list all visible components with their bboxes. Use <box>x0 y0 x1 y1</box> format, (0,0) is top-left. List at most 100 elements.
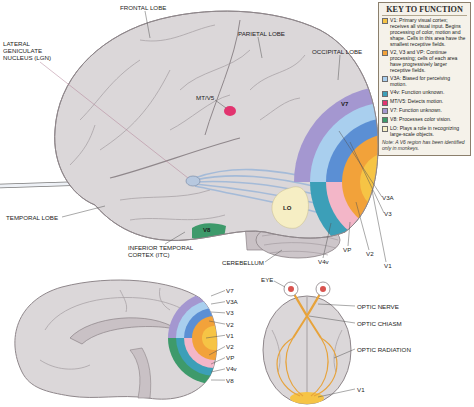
legend-note-slot: Note: A V6 region has been identified on… <box>382 140 467 152</box>
area-v1 <box>202 326 226 350</box>
legend-row: V4v: Function unknown. <box>382 90 467 96</box>
eye-retina <box>320 286 326 292</box>
leader-line <box>209 347 225 356</box>
leader-line <box>165 232 185 244</box>
midline <box>307 297 308 404</box>
legend-text: V1: Primary visual cortex; receives all … <box>390 18 467 48</box>
medial-brain <box>15 280 236 399</box>
leader-line <box>206 335 225 338</box>
legend-row: V3A: Biased for perceiving motion. <box>382 76 467 88</box>
sulcus <box>159 288 170 310</box>
legend-row: V8: Processes color vision. <box>382 117 467 123</box>
anatomy-label: CEREBELLUM <box>222 259 264 266</box>
anatomy-label: V4v <box>318 258 329 265</box>
radiation-fiber <box>286 338 303 396</box>
leader-line <box>211 369 225 372</box>
legend-text: LO: Plays a role in recognizing large-sc… <box>390 126 467 138</box>
legend-heading-slot: KEY TO FUNCTION <box>382 5 467 16</box>
leader-line <box>211 291 225 297</box>
leader-line <box>323 223 331 258</box>
legend-swatch <box>382 117 388 123</box>
visual-pathway <box>277 289 337 396</box>
corpus-callosum <box>70 318 178 344</box>
legend-swatch <box>382 18 388 24</box>
sulcus <box>260 98 300 120</box>
medial-cerebrum <box>15 280 217 399</box>
anatomy-label: MT/V5 <box>196 94 214 101</box>
anatomy-label: TEMPORAL LOBE <box>6 214 58 221</box>
anatomy-label: V1 <box>357 386 365 393</box>
anatomy-label: OPTIC NERVE <box>357 303 399 310</box>
leader-line <box>309 316 355 323</box>
anatomy-label: V4v <box>226 365 237 372</box>
leader-line <box>265 250 282 262</box>
legend-text: V4v: Function unknown. <box>390 90 444 96</box>
legend-text: V3A: Biased for perceiving motion. <box>390 76 467 88</box>
anatomy-label: VP <box>343 246 351 253</box>
area-mt <box>224 106 236 116</box>
area-label: V8 <box>203 227 210 234</box>
gyri <box>70 25 305 220</box>
legend-note: Note: A V6 region has been identified on… <box>382 140 467 152</box>
leader-line <box>356 202 369 250</box>
lateral-brain <box>0 11 438 262</box>
leader-line <box>318 389 355 397</box>
anatomy-label: VP <box>226 354 234 361</box>
leader-line <box>215 100 226 108</box>
legend-swatch <box>382 91 388 97</box>
sulcus <box>40 360 90 369</box>
anatomy-label: V1 <box>384 262 392 269</box>
area-v2 <box>192 316 236 360</box>
anatomy-label: V1 <box>226 332 234 339</box>
eye <box>284 282 298 296</box>
anatomy-label: V2 <box>226 343 234 350</box>
cerebrum-outline <box>55 11 378 240</box>
sulcus <box>180 50 250 90</box>
leader-line <box>145 11 150 38</box>
optic-tract <box>293 316 321 338</box>
area-lo <box>272 187 309 229</box>
leader-lines <box>40 11 386 397</box>
radiation-fiber <box>311 338 328 396</box>
anatomy-label: V3A <box>226 298 238 305</box>
anatomy-label: INFERIOR TEMPORAL CORTEX (ITC) <box>128 244 210 258</box>
sulcus <box>120 290 127 312</box>
anatomy-label: V2 <box>226 321 234 328</box>
sulcus <box>250 55 305 90</box>
leader-line <box>211 358 225 364</box>
anatomy-label: V2 <box>366 250 374 257</box>
anatomy-label: EYE <box>261 276 273 283</box>
leader-line <box>334 349 355 358</box>
anatomy-label: V8 <box>226 377 234 384</box>
legend-title: KEY TO FUNCTION <box>382 5 467 16</box>
legend-box: KEY TO FUNCTION V1: Primary visual cortex… <box>378 2 471 156</box>
lgn-nucleus <box>186 176 200 186</box>
anatomy-label: V3 <box>384 210 392 217</box>
legend-row: V2, V3 and VP: Continue processing; cell… <box>382 50 467 74</box>
leader-line <box>40 62 188 178</box>
legend-text: MT/V5: Detects motion. <box>390 99 443 105</box>
anatomy-label: PARIETAL LOBE <box>238 30 285 37</box>
legend-text: V7: Function unknown. <box>390 108 442 114</box>
legend-row: V1: Primary visual cortex; receives all … <box>382 18 467 48</box>
leader-line <box>211 312 225 314</box>
sulcus <box>70 125 95 165</box>
legend-row: V7: Function unknown. <box>382 108 467 114</box>
area-v8 <box>192 223 226 240</box>
leader-line <box>211 380 225 381</box>
leader-line <box>258 37 262 58</box>
anatomy-label: V3 <box>226 309 234 316</box>
area-label: LO <box>283 205 291 212</box>
legend-text: V2, V3 and VP: Continue processing; cell… <box>390 50 467 74</box>
legend-rows: V1: Primary visual cortex; receives all … <box>382 18 467 137</box>
leader-line <box>211 302 225 304</box>
leader-line <box>274 281 285 287</box>
legend-swatch <box>382 108 388 114</box>
brainstem <box>130 348 151 398</box>
sulcus <box>80 60 140 120</box>
sulcus <box>170 95 230 130</box>
eye <box>316 282 330 296</box>
sulcus <box>120 190 210 200</box>
central-sulcus <box>205 20 240 135</box>
